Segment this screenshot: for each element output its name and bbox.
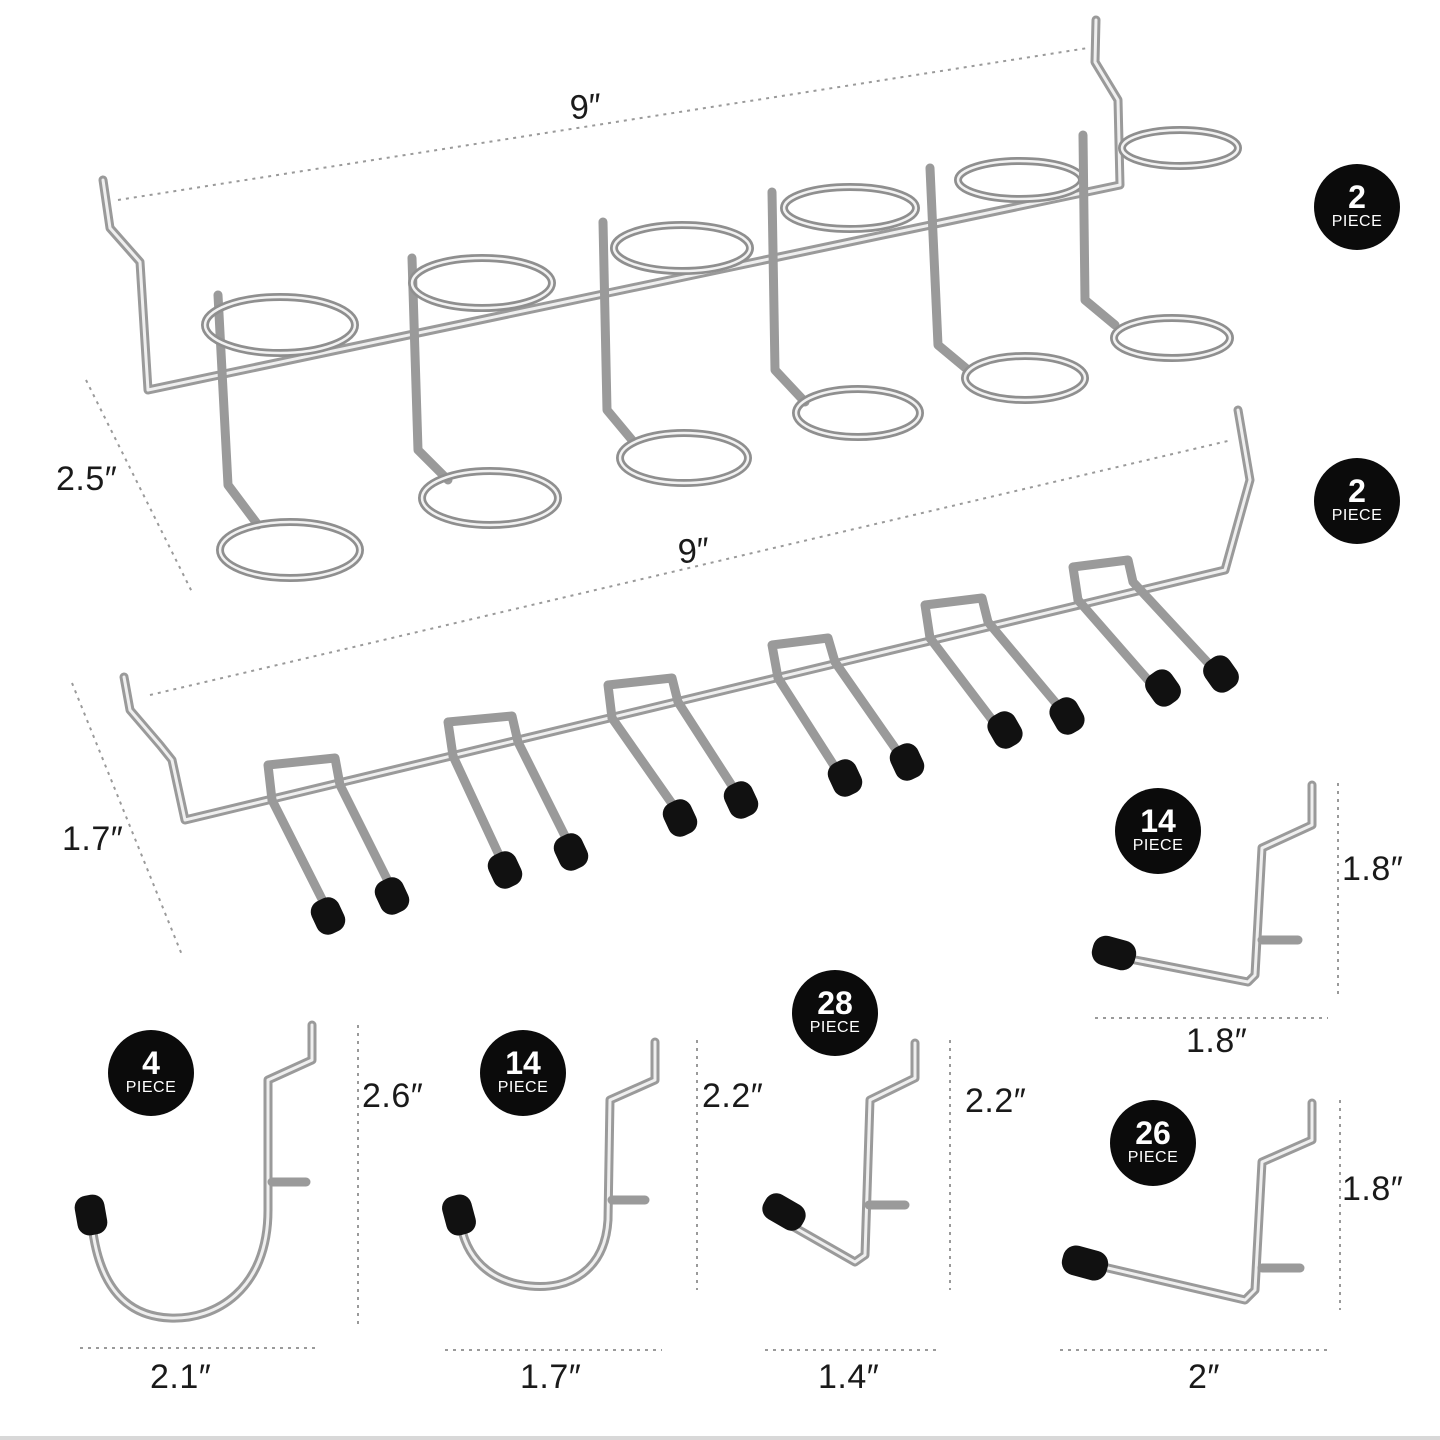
l-hook-small: [1091, 780, 1317, 987]
ring-holder: [407, 253, 562, 529]
angled-hook-quantity-badge: 28 PIECE: [792, 970, 878, 1056]
angled-hook-height-left-label: 2.2″: [702, 1077, 764, 1115]
ring-holder: [598, 217, 754, 487]
badge-count: 28: [817, 985, 853, 1021]
badge-count: 2: [1348, 473, 1366, 509]
prong-pair: [767, 633, 925, 797]
ring-rack: [98, 15, 1242, 582]
ring-holder: [767, 183, 924, 441]
angled-hook-height-right-label: 2.2″: [965, 1082, 1027, 1120]
dimension-lines: [71, 47, 1341, 1351]
l-hook-large-height-label: 1.8″: [1342, 1170, 1404, 1208]
badge-count: 4: [142, 1045, 160, 1081]
l-hook-large: [1061, 1098, 1317, 1305]
ring-holder: [1078, 126, 1242, 362]
l-hook-large-width-label: 2″: [1188, 1358, 1220, 1396]
prong-rack-quantity-badge: 2 PIECE: [1314, 458, 1400, 544]
j-hook-large: [74, 1020, 317, 1323]
l-hook-small-width-label: 1.8″: [1186, 1022, 1248, 1060]
angled-hook: [762, 1038, 920, 1267]
prong-pair: [443, 711, 589, 889]
j-hook-large-width-label: 2.1″: [150, 1358, 212, 1396]
prong-pair: [1068, 555, 1239, 707]
top-rack-length-label: 9″: [568, 86, 604, 128]
l-hook-small-height-label: 1.8″: [1342, 850, 1404, 888]
prong-pair: [603, 673, 759, 837]
l-hook-small-quantity-badge: 14 PIECE: [1115, 788, 1201, 874]
middle-rack-length-label: 9″: [676, 530, 712, 572]
top-rack-depth-label: 2.5″: [56, 460, 118, 498]
badge-count: 14: [1140, 803, 1176, 839]
prong-pair: [263, 753, 410, 935]
j-hook-large-height-label: 2.6″: [362, 1077, 424, 1115]
ring-holder: [201, 290, 364, 582]
badge-count: 2: [1348, 179, 1366, 215]
badge-count: 14: [505, 1045, 541, 1081]
prong-pair: [920, 593, 1085, 749]
ring-holder: [925, 157, 1089, 404]
badge-unit: PIECE: [1331, 213, 1383, 230]
badge-unit: PIECE: [1331, 507, 1383, 524]
middle-rack-depth-label: 1.7″: [62, 820, 124, 858]
badge-unit: PIECE: [125, 1079, 177, 1096]
j-hook-large-quantity-badge: 4 PIECE: [108, 1030, 194, 1116]
badge-unit: PIECE: [1132, 837, 1184, 854]
badge-count: 26: [1135, 1115, 1171, 1151]
j-hook-small-width-label: 1.7″: [520, 1358, 582, 1396]
angled-hook-width-label: 1.4″: [818, 1358, 880, 1396]
badge-unit: PIECE: [1127, 1149, 1179, 1166]
ring-rack-quantity-badge: 2 PIECE: [1314, 164, 1400, 250]
j-hook-small: [442, 1037, 660, 1291]
badge-unit: PIECE: [497, 1079, 549, 1096]
j-hook-small-quantity-badge: 14 PIECE: [480, 1030, 566, 1116]
badge-unit: PIECE: [809, 1019, 861, 1036]
l-hook-large-quantity-badge: 26 PIECE: [1110, 1100, 1196, 1186]
bottom-divider: [0, 1436, 1440, 1440]
prong-rack: [119, 405, 1255, 935]
